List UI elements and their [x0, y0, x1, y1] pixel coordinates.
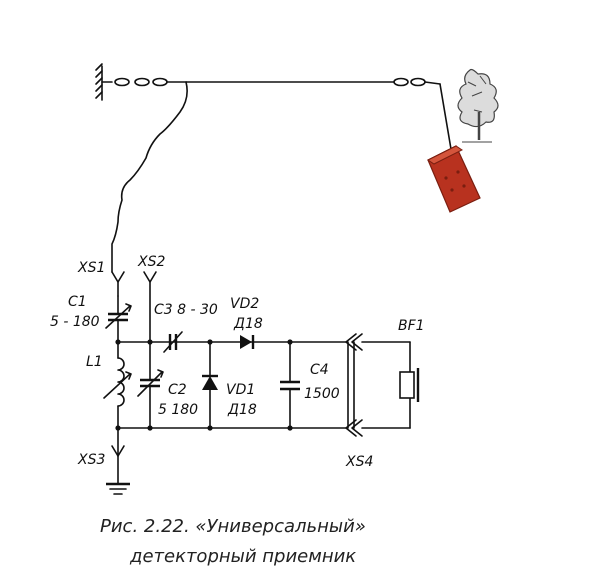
label-c3: C3 8 - 30: [154, 302, 218, 318]
insulator-left: [114, 77, 168, 87]
capacitor-c4: [280, 341, 300, 429]
label-vd1: VD1: [226, 382, 255, 398]
capacitor-c2: [137, 341, 164, 429]
label-c2-value: 5 180: [158, 402, 198, 418]
label-c1: C1: [68, 294, 87, 310]
headphone-bf1-icon: [399, 341, 420, 429]
label-xs2: XS2: [137, 254, 165, 270]
wall-mount: [95, 63, 113, 101]
diode-vd2: [240, 335, 255, 349]
label-c1-value: 5 - 180: [50, 314, 100, 330]
antenna-downlead: [111, 81, 188, 273]
diode-vd1: [202, 341, 218, 429]
inductor-l1: [103, 341, 132, 429]
label-c2: C2: [168, 382, 187, 398]
label-l1: L1: [86, 354, 103, 370]
label-xs4: XS4: [345, 454, 373, 470]
ground-icon: [106, 482, 130, 495]
brick-icon: [427, 145, 481, 213]
label-vd2: VD2: [230, 296, 259, 312]
label-vd1-type: Д18: [227, 402, 257, 418]
component-labels: XS1 XS2 C1 5 - 180 C3 8 - 30 VD2 Д18 BF1…: [50, 254, 425, 470]
junction-dots: [115, 339, 293, 431]
label-xs3: XS3: [77, 452, 105, 468]
tree-icon: [457, 68, 499, 143]
connector-xs4: [345, 333, 411, 437]
schematic: [103, 271, 420, 495]
capacitor-c1: [105, 295, 132, 343]
caption-line-2: детекторный приемник: [129, 546, 356, 567]
caption-line-1: Рис. 2.22. «Универсальный»: [100, 516, 366, 537]
figure-caption: Рис. 2.22. «Универсальный» детекторный п…: [100, 516, 366, 567]
connector-xs3: [111, 427, 125, 485]
insulator-right: [393, 77, 426, 87]
label-c4-value: 1500: [304, 386, 340, 402]
label-xs1: XS1: [77, 260, 105, 276]
label-bf1: BF1: [398, 318, 425, 334]
brick-rope: [439, 83, 453, 156]
antenna-assembly: [95, 63, 499, 273]
label-vd2-type: Д18: [233, 316, 263, 332]
label-c4: C4: [310, 362, 329, 378]
capacitor-c3: [163, 331, 183, 353]
